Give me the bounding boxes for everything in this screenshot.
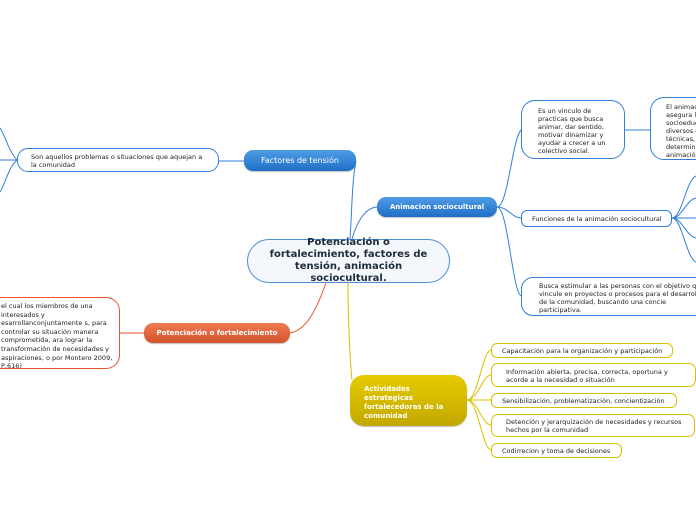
potenciacion-detail[interactable]: el cual los miembros de una interesados … bbox=[0, 297, 120, 370]
animacion-funciones-box[interactable]: Funciones de la animación sociocultural bbox=[521, 210, 672, 227]
actividad-item[interactable]: Detención y jerarquización de necesidade… bbox=[491, 414, 695, 437]
factores-tension-detail[interactable]: Son aquellos problemas o situaciones que… bbox=[17, 148, 219, 172]
actividad-item[interactable]: Capacitación para la organización y part… bbox=[491, 343, 673, 358]
actividades-node[interactable]: Actividades estrategicas fortalecedoras … bbox=[350, 375, 467, 426]
animacion-sociocultural-node[interactable]: Animacion sociocultural bbox=[377, 197, 497, 217]
factores-tension-node[interactable]: Factores de tensión bbox=[244, 150, 356, 171]
animacion-asegura-box[interactable]: El animad asegura l socioeduc diversos c… bbox=[650, 97, 696, 160]
actividad-item[interactable]: Codirrecion y toma de decisiones bbox=[491, 443, 622, 458]
actividad-item[interactable]: Información abierta, precisa, correcta, … bbox=[491, 363, 696, 387]
central-topic[interactable]: Potenciación o fortalecimiento, factores… bbox=[247, 237, 450, 284]
animacion-estimular-box[interactable]: Busca estimular a las personas con el ob… bbox=[521, 277, 696, 316]
animacion-vinculo-box[interactable]: Es un vinculo de practicas que busca ani… bbox=[521, 100, 625, 159]
potenciacion-node[interactable]: Potenciación o fortalecimiento bbox=[144, 323, 290, 343]
actividad-item[interactable]: Sensibilización, problematización, conci… bbox=[491, 393, 677, 408]
